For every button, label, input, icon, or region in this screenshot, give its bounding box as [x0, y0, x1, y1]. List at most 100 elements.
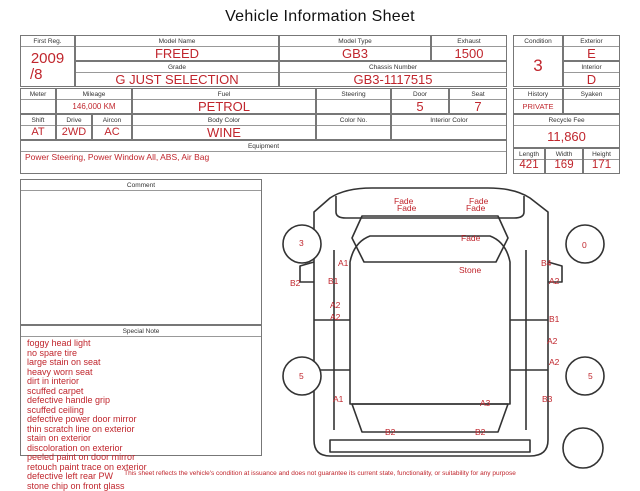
- steering-cell: Steering: [316, 88, 391, 114]
- exterior-value: E: [564, 46, 619, 61]
- fuel-cell: Fuel PETROL: [132, 88, 316, 114]
- mark-a3: A3: [480, 398, 491, 408]
- syaken-label: Syaken: [564, 89, 619, 100]
- mark-a2: A2: [330, 312, 341, 322]
- height-value: 171: [584, 159, 619, 171]
- wheel-front-left: [283, 225, 321, 263]
- mark-b2: B2: [475, 427, 486, 437]
- steering-label: Steering: [317, 89, 390, 100]
- mileage-label: Mileage: [57, 89, 131, 100]
- history-label: History: [514, 89, 562, 100]
- recycle-fee-label: Recycle Fee: [514, 115, 619, 126]
- shift-cell: Shift AT: [20, 114, 56, 140]
- width-value: 169: [546, 159, 582, 171]
- first-reg-year: 2009: [21, 50, 74, 67]
- color-no-cell: Color No.: [316, 114, 391, 140]
- rear-bumper: [330, 440, 530, 452]
- condition-label: Condition: [514, 36, 562, 47]
- equipment-cell: Equipment Power Steering, Power Window A…: [20, 140, 507, 174]
- disclaimer: This sheet reflects the vehicle's condit…: [0, 470, 640, 477]
- car-body-outline: [314, 188, 548, 456]
- color-no-label: Color No.: [317, 115, 390, 126]
- fuel-value: PETROL: [133, 99, 315, 114]
- mark-b3: B3: [542, 394, 553, 404]
- spare-wheel: [563, 428, 603, 468]
- interior-grade-cell: Interior D: [563, 61, 620, 87]
- recycle-fee-value: 11,860: [514, 129, 619, 144]
- wheel-rear-left: [283, 357, 321, 395]
- mark-fade: Fade: [469, 196, 489, 206]
- mark-fade: Fade: [461, 233, 481, 243]
- seat-value: 7: [450, 99, 506, 114]
- comment-box: Comment: [20, 179, 262, 325]
- length-cell: Length 421: [513, 148, 545, 174]
- aircon-cell: Aircon AC: [92, 114, 132, 140]
- wheel-rl-value: 5: [299, 371, 304, 381]
- door-cell: Door 5: [391, 88, 449, 114]
- special-note-label: Special Note: [21, 326, 261, 337]
- mark-b4: B4: [541, 258, 552, 268]
- rear-window: [352, 404, 508, 432]
- mark-b2: B2: [290, 278, 301, 288]
- shift-value: AT: [21, 126, 55, 138]
- recycle-fee-cell: Recycle Fee 11,860: [513, 114, 620, 148]
- shift-label: Shift: [21, 115, 55, 126]
- wheel-rr-value: 5: [588, 371, 593, 381]
- mark-a1: A1: [338, 258, 349, 268]
- interior-grade-value: D: [564, 72, 619, 87]
- seat-cell: Seat 7: [449, 88, 507, 114]
- mark-a2: A2: [330, 300, 341, 310]
- wheel-rear-right: [566, 357, 604, 395]
- grade-cell: Grade G JUST SELECTION: [75, 61, 279, 87]
- aircon-label: Aircon: [93, 115, 131, 126]
- car-roof-outline: [350, 236, 510, 404]
- door-value: 5: [392, 99, 448, 114]
- history-cell: History PRIVATE: [513, 88, 563, 114]
- drive-label: Drive: [57, 115, 91, 126]
- meter-cell: Meter: [20, 88, 56, 114]
- width-cell: Width 169: [545, 148, 583, 174]
- condition-cell: Condition 3: [513, 35, 563, 87]
- wheel-fl-value: 3: [299, 238, 304, 248]
- mark-b2: B2: [385, 427, 396, 437]
- meter-label: Meter: [21, 89, 55, 100]
- mark-fade: Fade: [394, 196, 414, 206]
- mileage-cell: Mileage 146,000 KM: [56, 88, 132, 114]
- first-reg-cell: First Reg. 2009 /8: [20, 35, 75, 87]
- model-name-cell: Model Name FREED: [75, 35, 279, 61]
- chassis-cell: Chassis Number GB3-1117515: [279, 61, 507, 87]
- mark-fade: Fade: [466, 203, 486, 213]
- syaken-cell: Syaken: [563, 88, 620, 114]
- sheet-title: Vehicle Information Sheet: [0, 8, 640, 26]
- mark-a2: A2: [549, 276, 560, 286]
- height-cell: Height 171: [583, 148, 620, 174]
- mark-a2: A2: [549, 357, 560, 367]
- mark-fade: Fade: [397, 203, 417, 213]
- drive-value: 2WD: [57, 126, 91, 138]
- history-value: PRIVATE: [514, 102, 562, 111]
- interior-color-cell: Interior Color: [391, 114, 507, 140]
- windshield: [352, 216, 508, 262]
- length-value: 421: [514, 159, 544, 171]
- left-mirror: [300, 262, 314, 282]
- right-mirror: [548, 262, 562, 282]
- exhaust-value: 1500: [432, 46, 506, 61]
- note-item: stone chip on front glass: [27, 482, 147, 491]
- model-type-cell: Model Type GB3: [279, 35, 431, 61]
- model-type-value: GB3: [280, 46, 430, 61]
- wheel-front-right: [566, 225, 604, 263]
- comment-label: Comment: [21, 180, 261, 191]
- mileage-value: 146,000 KM: [57, 102, 131, 111]
- mark-b1: B1: [328, 276, 339, 286]
- mark-a1: A1: [333, 394, 344, 404]
- mark-b1: B1: [549, 314, 560, 324]
- drive-cell: Drive 2WD: [56, 114, 92, 140]
- model-name-value: FREED: [76, 46, 278, 61]
- interior-color-label: Interior Color: [392, 115, 506, 126]
- grade-value: G JUST SELECTION: [76, 72, 278, 87]
- front-bumper: [336, 196, 524, 218]
- condition-value: 3: [514, 56, 562, 76]
- chassis-value: GB3-1117515: [280, 72, 506, 87]
- equipment-value: Power Steering, Power Window All, ABS, A…: [25, 152, 209, 162]
- wheel-fr-value: 0: [582, 240, 587, 250]
